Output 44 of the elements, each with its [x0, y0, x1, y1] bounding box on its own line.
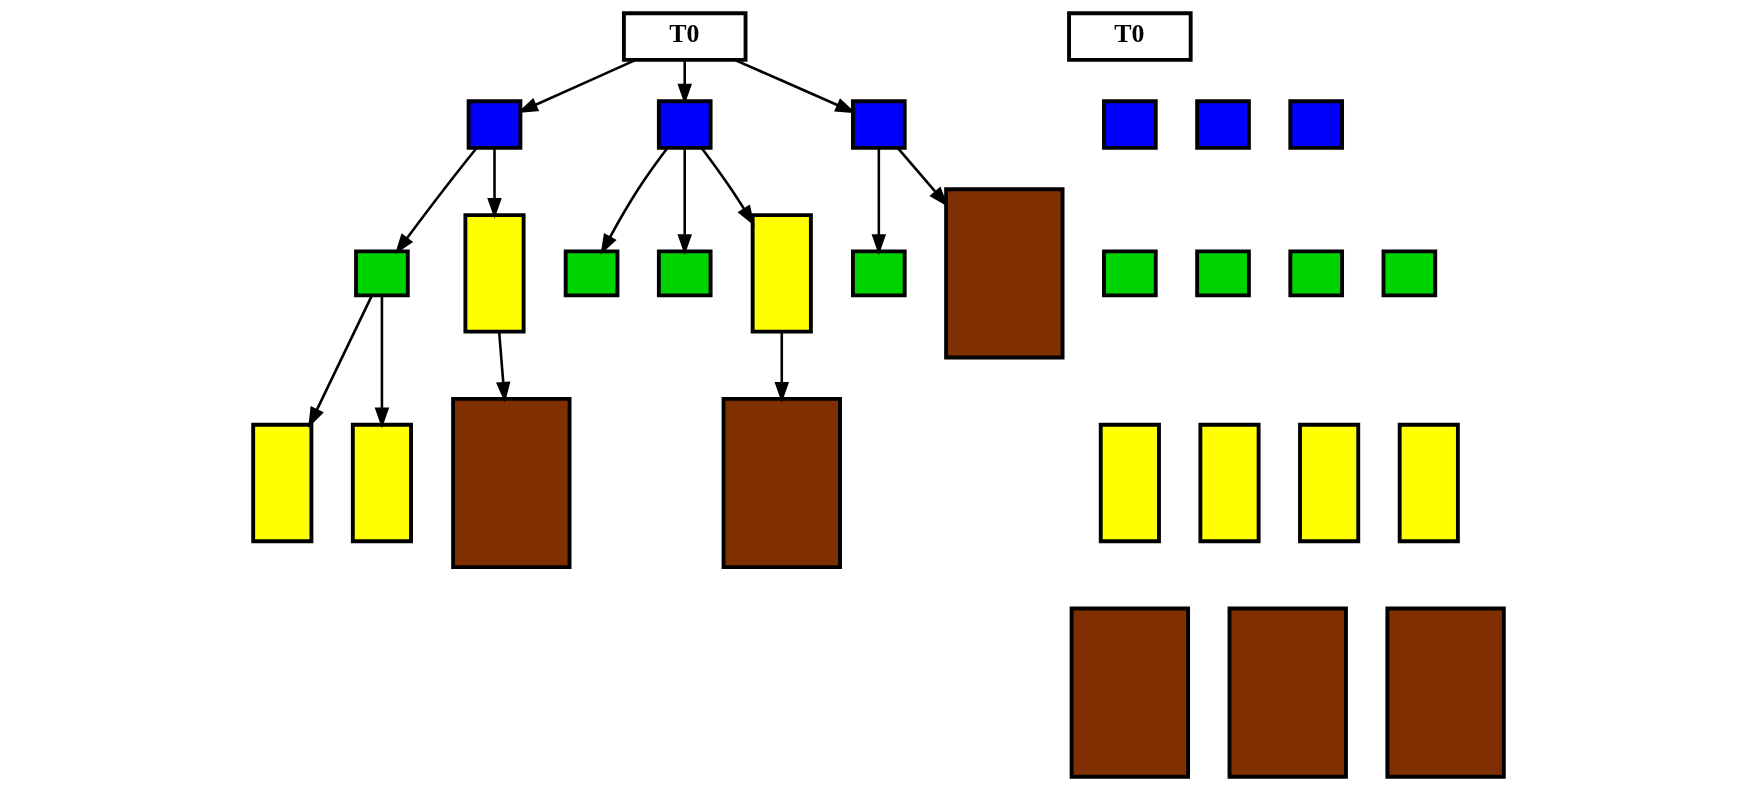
- arrow: [486, 148, 502, 219]
- node-box: [563, 249, 619, 298]
- node-box: T0: [1066, 11, 1193, 62]
- arrow: [394, 147, 478, 255]
- node-box: [1287, 249, 1344, 298]
- node-box: [466, 99, 522, 150]
- arrow: [600, 147, 668, 255]
- arrow: [374, 295, 389, 429]
- node-box: [750, 213, 813, 334]
- arrow: [676, 60, 692, 105]
- node-box: [1384, 606, 1506, 779]
- node-box: [656, 249, 713, 298]
- node-box: [1101, 249, 1158, 298]
- node-box: [1098, 422, 1161, 544]
- node-box: [462, 213, 526, 334]
- arrow: [700, 147, 755, 226]
- arrow: [676, 148, 692, 255]
- arrow: [516, 58, 636, 113]
- node-box: [1069, 606, 1190, 779]
- node-box: [1101, 99, 1158, 150]
- node-box: [721, 396, 842, 570]
- node-box: [353, 249, 410, 298]
- node-box: [1194, 249, 1251, 298]
- node-box: [943, 187, 1064, 360]
- node-box: T0: [621, 11, 747, 62]
- node-box: [656, 99, 713, 150]
- node-box: [1381, 249, 1437, 298]
- node-box: [1297, 422, 1360, 544]
- node-box: [1194, 99, 1251, 150]
- arrow: [896, 147, 948, 207]
- node-box: [850, 99, 907, 150]
- node-box: [350, 422, 413, 544]
- node-box: [1287, 99, 1344, 150]
- node-box: [1227, 606, 1348, 779]
- node-box: [250, 422, 313, 544]
- arrow: [495, 331, 510, 403]
- arrow: [774, 331, 789, 403]
- node-box: [850, 249, 907, 298]
- arrow: [307, 295, 373, 428]
- arrow: [734, 58, 856, 114]
- node-box: [1197, 422, 1261, 544]
- node-box: [1397, 422, 1460, 544]
- arrow: [871, 148, 886, 255]
- node-box: [450, 396, 571, 570]
